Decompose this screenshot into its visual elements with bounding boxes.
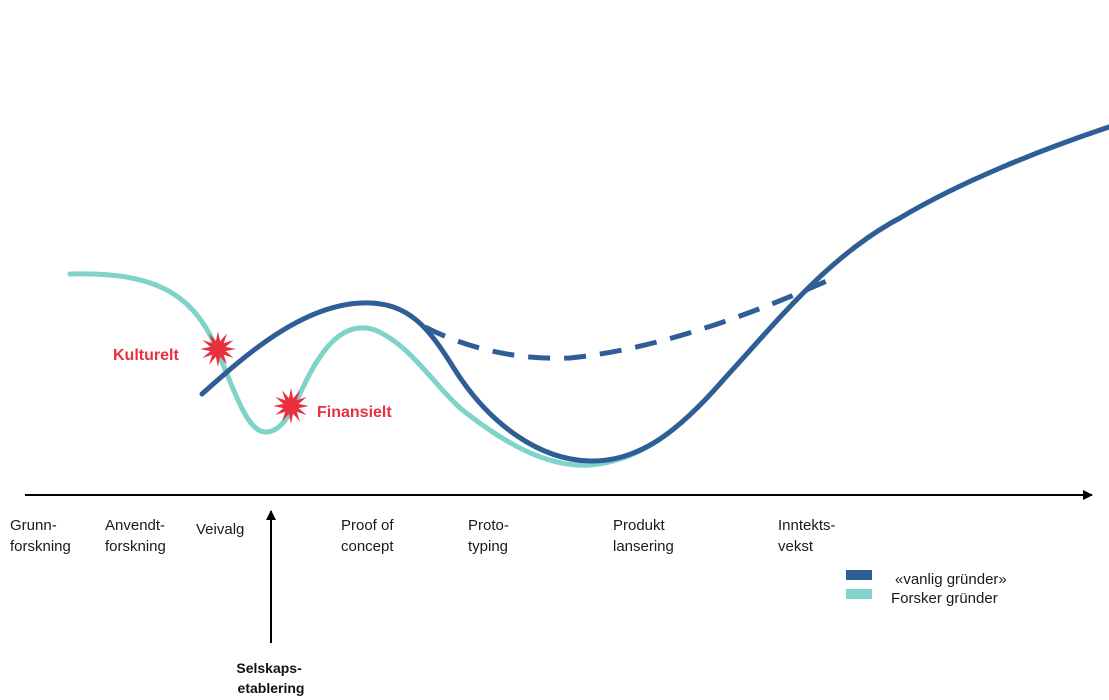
stage-label-veivalg: Veivalg (196, 521, 244, 538)
legend-label-forsker: Forsker gründer (891, 590, 998, 607)
legend: «vanlig gründer» Forsker gründer (846, 570, 1007, 607)
vanlig-grunder-dashed-path (423, 273, 840, 361)
company-formation-label: Selskaps- etablering (236, 660, 305, 696)
stage-labels: Grunn- forskning Anvendt- forskning Veiv… (10, 517, 840, 555)
stage-line: Anvendt- (105, 517, 165, 534)
stage-label-proof-of-concept: Proof of concept (341, 517, 398, 555)
legend-swatch-vanlig (846, 570, 872, 580)
company-formation-line: Selskaps- (236, 660, 302, 676)
forsker-grunder-curve (67, 124, 1109, 468)
stage-label-prototyping: Proto- typing (468, 517, 513, 555)
stage-line: vekst (778, 538, 814, 555)
kulturelt-label: Kulturelt (113, 347, 179, 364)
vanlig-grunder-curve (199, 124, 1109, 464)
stage-line: Produkt (613, 517, 666, 534)
stage-line: typing (468, 538, 508, 555)
stage-label-anvendtforskning: Anvendt- forskning (105, 517, 169, 555)
stage-line: forskning (10, 538, 71, 555)
kulturelt-burst-icon (200, 331, 236, 367)
stage-line: forskning (105, 538, 166, 555)
stage-line: Veivalg (196, 521, 244, 538)
finansielt-label: Finansielt (317, 404, 392, 421)
stage-line: lansering (613, 538, 674, 555)
stage-label-grunnforskning: Grunn- forskning (10, 517, 71, 555)
stage-line: Inntekts- (778, 517, 836, 534)
stage-line: Proto- (468, 517, 509, 534)
stage-label-produkt-lansering: Produkt lansering (613, 517, 674, 555)
stage-label-inntektsvekst: Inntekts- vekst (778, 517, 840, 555)
legend-label-vanlig: «vanlig gründer» (895, 571, 1007, 588)
legend-swatch-forsker (846, 589, 872, 599)
company-formation-line: etablering (238, 680, 305, 696)
finansielt-burst-icon (273, 388, 309, 424)
stage-line: concept (341, 538, 394, 555)
stage-line: Proof of (341, 517, 394, 534)
stage-line: Grunn- (10, 517, 57, 534)
